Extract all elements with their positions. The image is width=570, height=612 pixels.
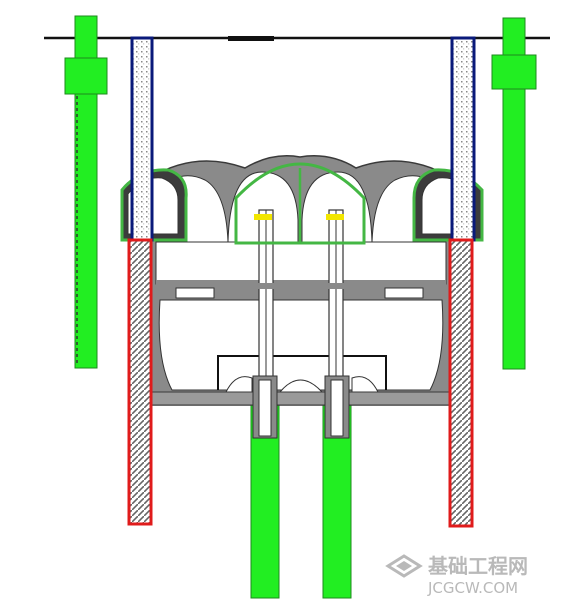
watermark: 基础工程网 JCGCW.COM (385, 554, 528, 597)
right-lower-pile (448, 238, 474, 528)
left-upper-pile (130, 36, 154, 242)
right-outer-pile (491, 17, 537, 370)
right-upper-pile (450, 36, 476, 242)
center-arch-outline (234, 162, 366, 245)
left-outer-pile (64, 15, 108, 369)
watermark-cn-text: 基础工程网 (428, 554, 528, 578)
left-lower-pile (127, 238, 153, 526)
jcgcw-logo-icon (385, 554, 423, 578)
ground-mark (228, 36, 274, 41)
watermark-en-text: JCGCW.COM (427, 579, 518, 597)
